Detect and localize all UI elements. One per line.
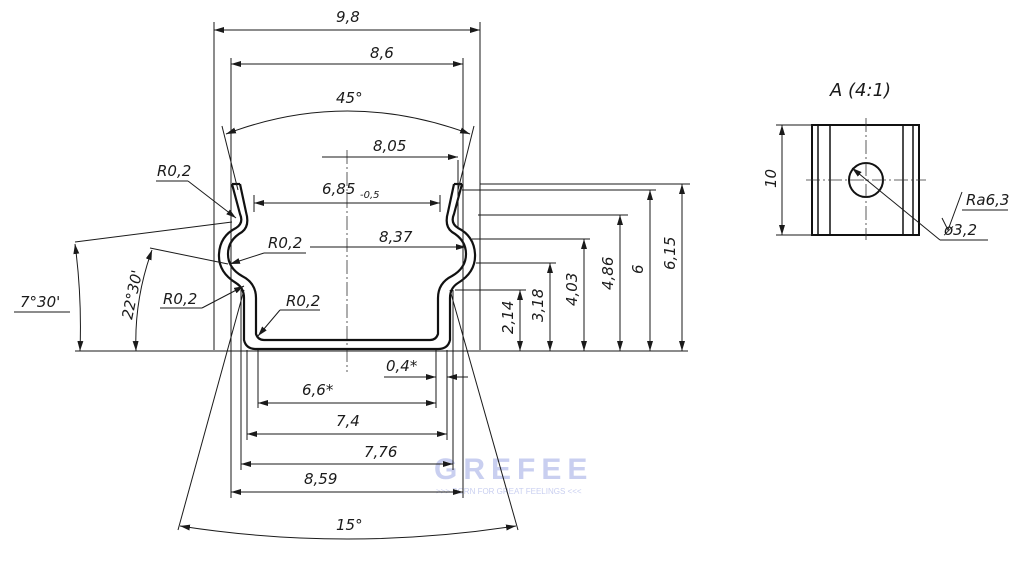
dim-label-3-18: 3,18: [529, 289, 547, 322]
dim-arc-45: [225, 110, 471, 135]
angle-22-30-ext: [149, 247, 229, 265]
dim-label-roughness: Ra6,3: [966, 191, 1009, 209]
detail-view-a: A (4:1) 10 ø3,2 Ra6,3: [762, 80, 1009, 241]
watermark-brand: GREFEE: [434, 453, 593, 486]
dim-label-7-30: 7°30': [20, 293, 60, 311]
dim-label-22-30: 22°30': [118, 268, 146, 320]
dim-label-4-03: 4,03: [563, 273, 581, 306]
dim-label-7-4: 7,4: [336, 412, 360, 430]
dim-label-6-6: 6,6*: [302, 381, 334, 399]
leader-r02-c: [201, 285, 245, 309]
dim-label-detail-10: 10: [762, 169, 780, 188]
dim-label-8-6: 8,6: [370, 44, 394, 62]
dim-label-6-85: 6,85: [322, 180, 355, 198]
dim-arc-7-30: [73, 243, 84, 352]
watermark: GREFEE >>> BORN FOR GREAT FEELINGS <<<: [434, 453, 593, 496]
angle-ext-left: [221, 125, 239, 191]
extension-lines: [213, 22, 481, 498]
dim-label-8-37: 8,37: [379, 228, 413, 246]
dim-label-6: 6: [629, 264, 647, 274]
dim-label-r02-c: R0,2: [163, 290, 197, 308]
dim-label-6-15: 6,15: [661, 237, 679, 270]
profile-outer-contour: [217, 183, 477, 351]
dim-label-8-05: 8,05: [373, 137, 406, 155]
leader-r02-d: [257, 309, 281, 337]
dim-label-r02-b: R0,2: [268, 234, 302, 252]
dim-arc-15: [179, 524, 517, 540]
detail-title: A (4:1): [829, 80, 891, 101]
roughness-symbol: [941, 191, 963, 232]
angle-15-ext-right: [449, 289, 519, 531]
dim-label-7-76: 7,76: [364, 443, 397, 461]
dim-label-9-8: 9,8: [336, 8, 360, 26]
dim-label-15: 15°: [336, 516, 363, 534]
angle-7-30-ext: [74, 221, 233, 243]
dim-label-0-4: 0,4*: [386, 357, 418, 375]
dim-arc-22-30: [132, 249, 153, 352]
watermark-tagline: >>> BORN FOR GREAT FEELINGS <<<: [436, 487, 582, 496]
dim-label-4-86: 4,86: [599, 257, 617, 290]
dim-label-hole-diameter: ø3,2: [943, 221, 977, 239]
dim-label-r02-a: R0,2: [157, 162, 191, 180]
dim-label-8-59: 8,59: [304, 470, 337, 488]
dim-label-45: 45°: [336, 89, 363, 107]
leader-r02-b: [229, 252, 265, 265]
angle-ext-right: [457, 125, 475, 191]
leader-r02-a: [187, 180, 237, 219]
dim-label-r02-d: R0,2: [286, 292, 320, 310]
angle-15-ext-left: [177, 289, 245, 531]
dim-label-2-14: 2,14: [499, 301, 517, 334]
leader-hole-diameter: [851, 167, 941, 241]
dim-tolerance-6-85: -0,5: [360, 190, 380, 201]
